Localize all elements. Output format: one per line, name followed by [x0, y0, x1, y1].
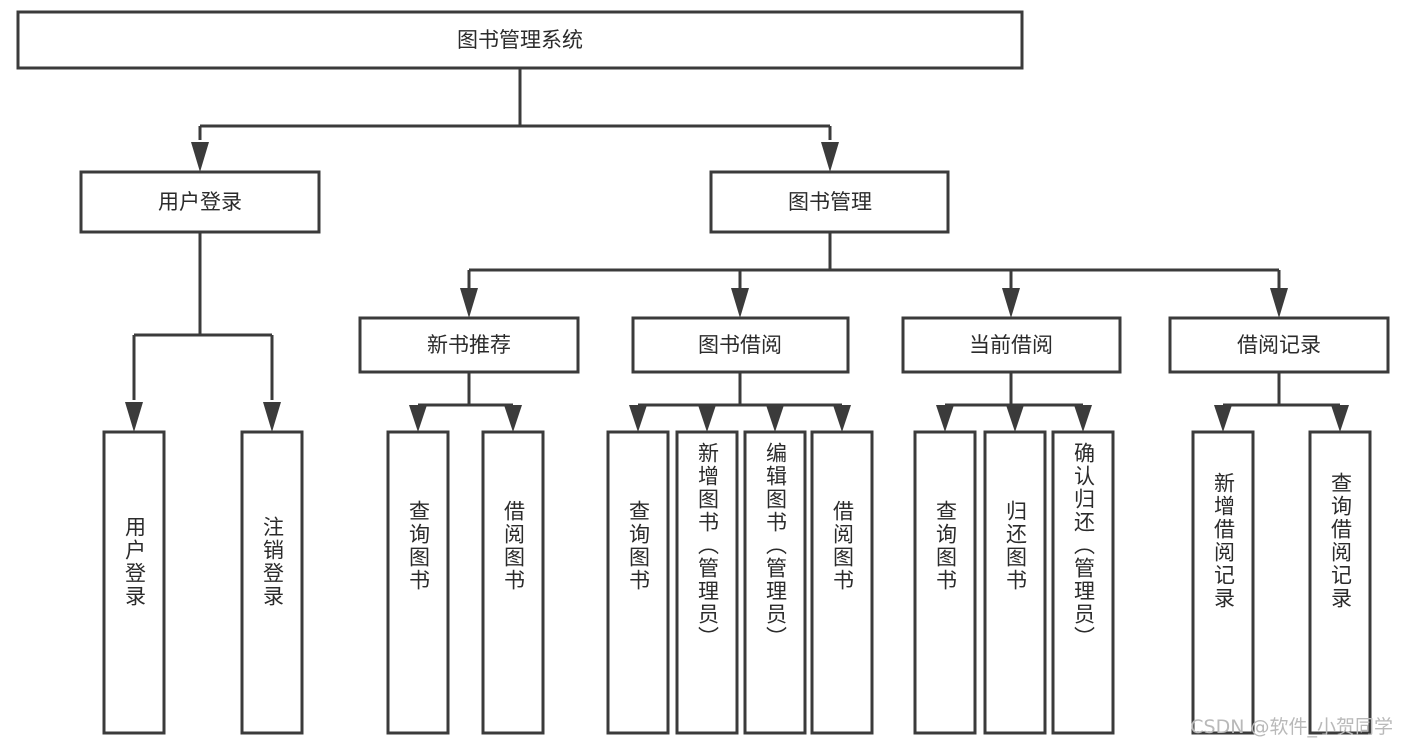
node-leaf-add-book-admin[interactable] [675, 430, 739, 735]
arrowhead-leaf-add-book-admin [698, 405, 716, 432]
node-new-book-recommend[interactable] [358, 316, 580, 374]
arrowhead-leaf-query-book-recommend [409, 405, 427, 432]
arrowhead-leaf-confirm-return-admin [1074, 405, 1092, 432]
node-user-login-label: 用户登录 [158, 190, 242, 214]
arrowhead-book-borrow [731, 288, 749, 318]
arrowhead-borrow-records [1270, 288, 1288, 318]
node-current-borrow[interactable] [901, 316, 1122, 374]
node-book-borrow[interactable] [631, 316, 850, 374]
node-user-login[interactable] [79, 170, 321, 234]
node-book-borrow-label: 图书借阅 [698, 333, 782, 357]
node-leaf-query-borrow-record[interactable] [1308, 430, 1372, 735]
arrowhead-new-book-recommend [460, 288, 478, 318]
node-leaf-logout[interactable] [240, 430, 304, 735]
node-root-label: 图书管理系统 [457, 28, 583, 52]
arrowhead-leaf-return-book [1006, 405, 1024, 432]
arrowhead-leaf-borrow-book [833, 405, 851, 432]
arrowhead-user-login [191, 142, 209, 172]
arrowhead-book-management [821, 142, 839, 172]
node-new-book-recommend-label: 新书推荐 [427, 333, 511, 357]
arrowhead-leaf-query-book-current [936, 405, 954, 432]
node-leaf-user-login[interactable] [102, 430, 166, 735]
arrowhead-current-borrow [1002, 288, 1020, 318]
node-leaf-borrow-book[interactable] [810, 430, 874, 735]
node-leaf-query-book-borrow[interactable] [606, 430, 670, 735]
arrowhead-leaf-borrow-book-recommend [504, 405, 522, 432]
node-borrow-records-label: 借阅记录 [1237, 333, 1321, 357]
node-leaf-borrow-book-recommend[interactable] [481, 430, 545, 735]
arrowhead-leaf-query-book-borrow [629, 405, 647, 432]
node-leaf-add-borrow-record[interactable] [1191, 430, 1255, 735]
node-leaf-query-book-current[interactable] [913, 430, 977, 735]
arrowhead-leaf-add-borrow-record [1214, 405, 1232, 432]
connector-layer [125, 68, 1349, 432]
node-leaf-edit-book-admin[interactable] [743, 430, 807, 735]
arrowhead-leaf-edit-book-admin [766, 405, 784, 432]
node-current-borrow-label: 当前借阅 [969, 333, 1053, 357]
node-leaf-query-book-recommend[interactable] [386, 430, 450, 735]
node-layer: 图书管理系统 用户登录 图书管理 新书推荐 图书借阅 当前借阅 借阅记录 [16, 10, 1390, 735]
node-leaf-return-book[interactable] [983, 430, 1047, 735]
arrowhead-leaf-user-login [125, 402, 143, 432]
node-book-management-label: 图书管理 [788, 190, 872, 214]
arrowhead-leaf-query-borrow-record [1331, 405, 1349, 432]
node-root[interactable] [16, 10, 1024, 70]
node-borrow-records[interactable] [1168, 316, 1390, 374]
node-leaf-confirm-return-admin[interactable] [1051, 430, 1115, 735]
arrowhead-leaf-logout [263, 402, 281, 432]
node-book-management[interactable] [709, 170, 950, 234]
